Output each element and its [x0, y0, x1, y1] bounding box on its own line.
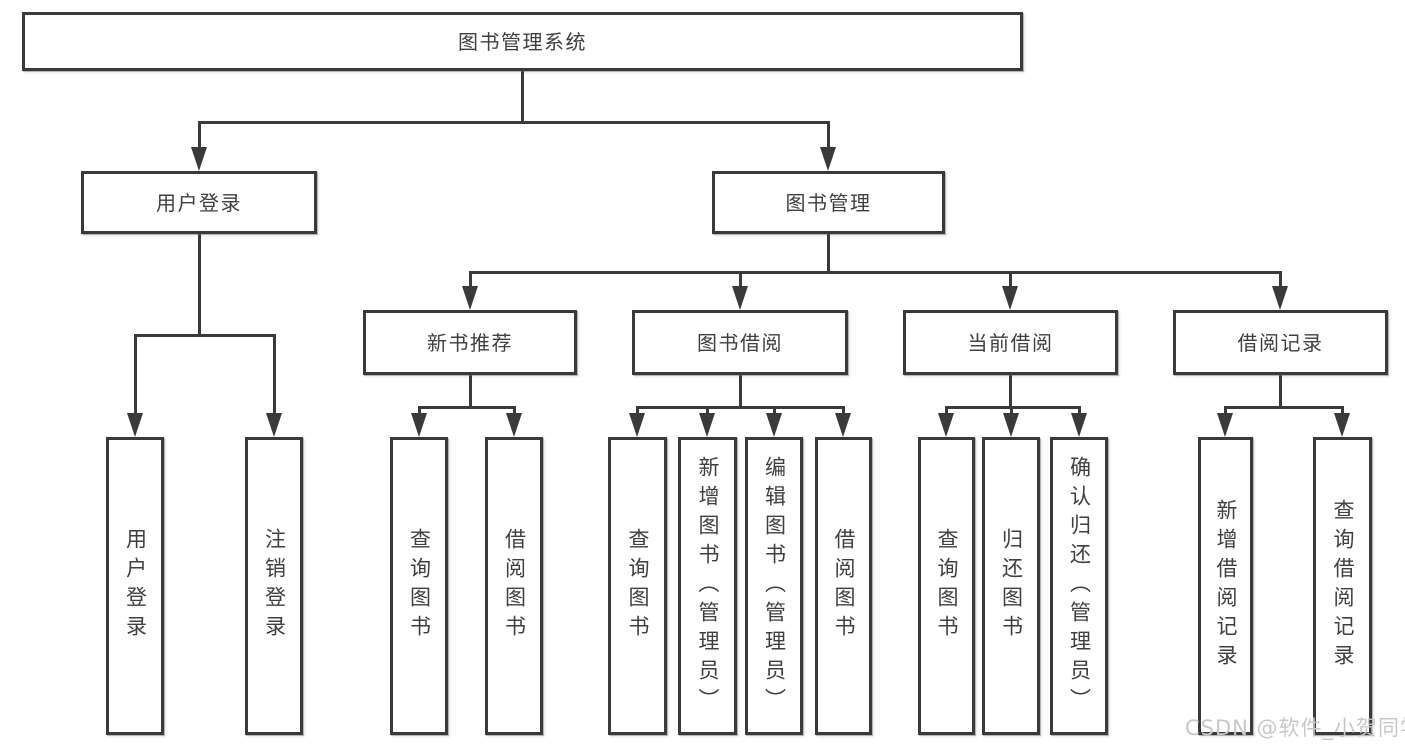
- node-label: 新增图书（管理员）: [696, 455, 720, 717]
- node-leaf-query-book-3: 查询图书: [918, 437, 975, 735]
- node-label: 用户登录: [156, 190, 242, 215]
- node-leaf-edit-book-admin: 编辑图书（管理员）: [745, 437, 803, 735]
- node-label: 注销登录: [262, 528, 287, 644]
- node-leaf-return-book: 归还图书: [982, 437, 1040, 735]
- node-label: 借阅图书: [832, 528, 856, 644]
- arrowhead-down-icon: [1003, 413, 1019, 437]
- arrowhead-down-icon: [732, 286, 748, 310]
- arrowhead-down-icon: [1071, 413, 1087, 437]
- node-label: 图书管理系统: [458, 29, 587, 54]
- node-label: 查询图书: [407, 528, 432, 644]
- node-new-book-recommend: 新书推荐: [363, 310, 577, 375]
- node-book-borrow: 图书借阅: [632, 310, 848, 375]
- node-label: 编辑图书（管理员）: [762, 455, 787, 717]
- arrowhead-down-icon: [820, 147, 836, 171]
- node-label: 当前借阅: [967, 330, 1054, 355]
- arrowhead-down-icon: [1334, 413, 1350, 437]
- connector-arrow-line: [1008, 272, 1012, 294]
- node-label: 新增借阅记录: [1214, 499, 1238, 673]
- connector-stem: [520, 71, 524, 122]
- arrowhead-down-icon: [699, 413, 715, 437]
- connector-arrow-line: [197, 122, 201, 155]
- arrowhead-down-icon: [629, 413, 645, 437]
- connector-arrow-line: [826, 122, 830, 155]
- node-label: 查询借阅记录: [1331, 499, 1355, 673]
- arrowhead-down-icon: [1002, 286, 1018, 310]
- connector-bar: [944, 405, 1081, 409]
- node-root: 图书管理系统: [22, 12, 1023, 71]
- connector-bar: [1223, 405, 1344, 409]
- node-leaf-borrow-book-2: 借阅图书: [815, 437, 872, 735]
- arrowhead-down-icon: [835, 413, 851, 437]
- connector-bar: [197, 120, 830, 124]
- node-label: 新书推荐: [427, 330, 513, 355]
- node-leaf-user-login: 用户登录: [106, 437, 164, 735]
- connector-bar: [468, 270, 1282, 274]
- node-book-management: 图书管理: [712, 171, 945, 234]
- connector-arrow-line: [468, 272, 472, 294]
- connector-stem: [1278, 375, 1282, 407]
- node-leaf-query-borrow-record: 查询借阅记录: [1313, 437, 1372, 735]
- connector-arrow-line: [1278, 272, 1282, 294]
- node-leaf-add-book-admin: 新增图书（管理员）: [678, 437, 737, 735]
- node-leaf-logout: 注销登录: [245, 437, 303, 735]
- connector-bar: [417, 405, 516, 409]
- node-label: 用户登录: [123, 528, 148, 644]
- arrowhead-down-icon: [411, 413, 427, 437]
- arrowhead-down-icon: [1272, 286, 1288, 310]
- node-label: 图书借阅: [697, 330, 783, 355]
- node-leaf-confirm-return-admin: 确认归还（管理员）: [1050, 437, 1108, 735]
- node-label: 确认归还（管理员）: [1067, 455, 1092, 717]
- arrowhead-down-icon: [938, 413, 954, 437]
- connector-stem: [1008, 375, 1012, 407]
- arrowhead-down-icon: [191, 147, 207, 171]
- arrowhead-down-icon: [462, 286, 478, 310]
- connector-stem: [468, 375, 472, 407]
- connector-stem: [826, 234, 830, 272]
- node-leaf-borrow-book-1: 借阅图书: [485, 437, 543, 735]
- arrowhead-down-icon: [506, 413, 522, 437]
- node-label: 查询图书: [935, 528, 959, 644]
- node-label: 借阅记录: [1237, 330, 1324, 355]
- node-label: 归还图书: [999, 528, 1024, 644]
- connector-arrow-line: [738, 272, 742, 294]
- connector-arrow-line: [133, 335, 137, 421]
- connector-bar: [635, 405, 845, 409]
- connector-bar: [133, 333, 276, 337]
- connector-stem: [197, 234, 201, 335]
- arrowhead-down-icon: [127, 413, 143, 437]
- node-user-login-branch: 用户登录: [81, 171, 317, 234]
- connector-arrow-line: [272, 335, 276, 421]
- node-leaf-add-borrow-record: 新增借阅记录: [1198, 437, 1253, 735]
- connector-stem: [738, 375, 742, 407]
- watermark: CSDN @软件_小贺同学: [1185, 716, 1405, 740]
- node-label: 图书管理: [785, 190, 872, 215]
- arrowhead-down-icon: [1217, 413, 1233, 437]
- node-leaf-query-book-2: 查询图书: [608, 437, 667, 735]
- arrowhead-down-icon: [266, 413, 282, 437]
- arrowhead-down-icon: [766, 413, 782, 437]
- node-leaf-query-book-1: 查询图书: [390, 437, 448, 735]
- node-borrow-records: 借阅记录: [1173, 310, 1388, 375]
- node-label: 查询图书: [626, 528, 650, 644]
- node-current-borrow: 当前借阅: [903, 310, 1118, 375]
- node-label: 借阅图书: [502, 528, 527, 644]
